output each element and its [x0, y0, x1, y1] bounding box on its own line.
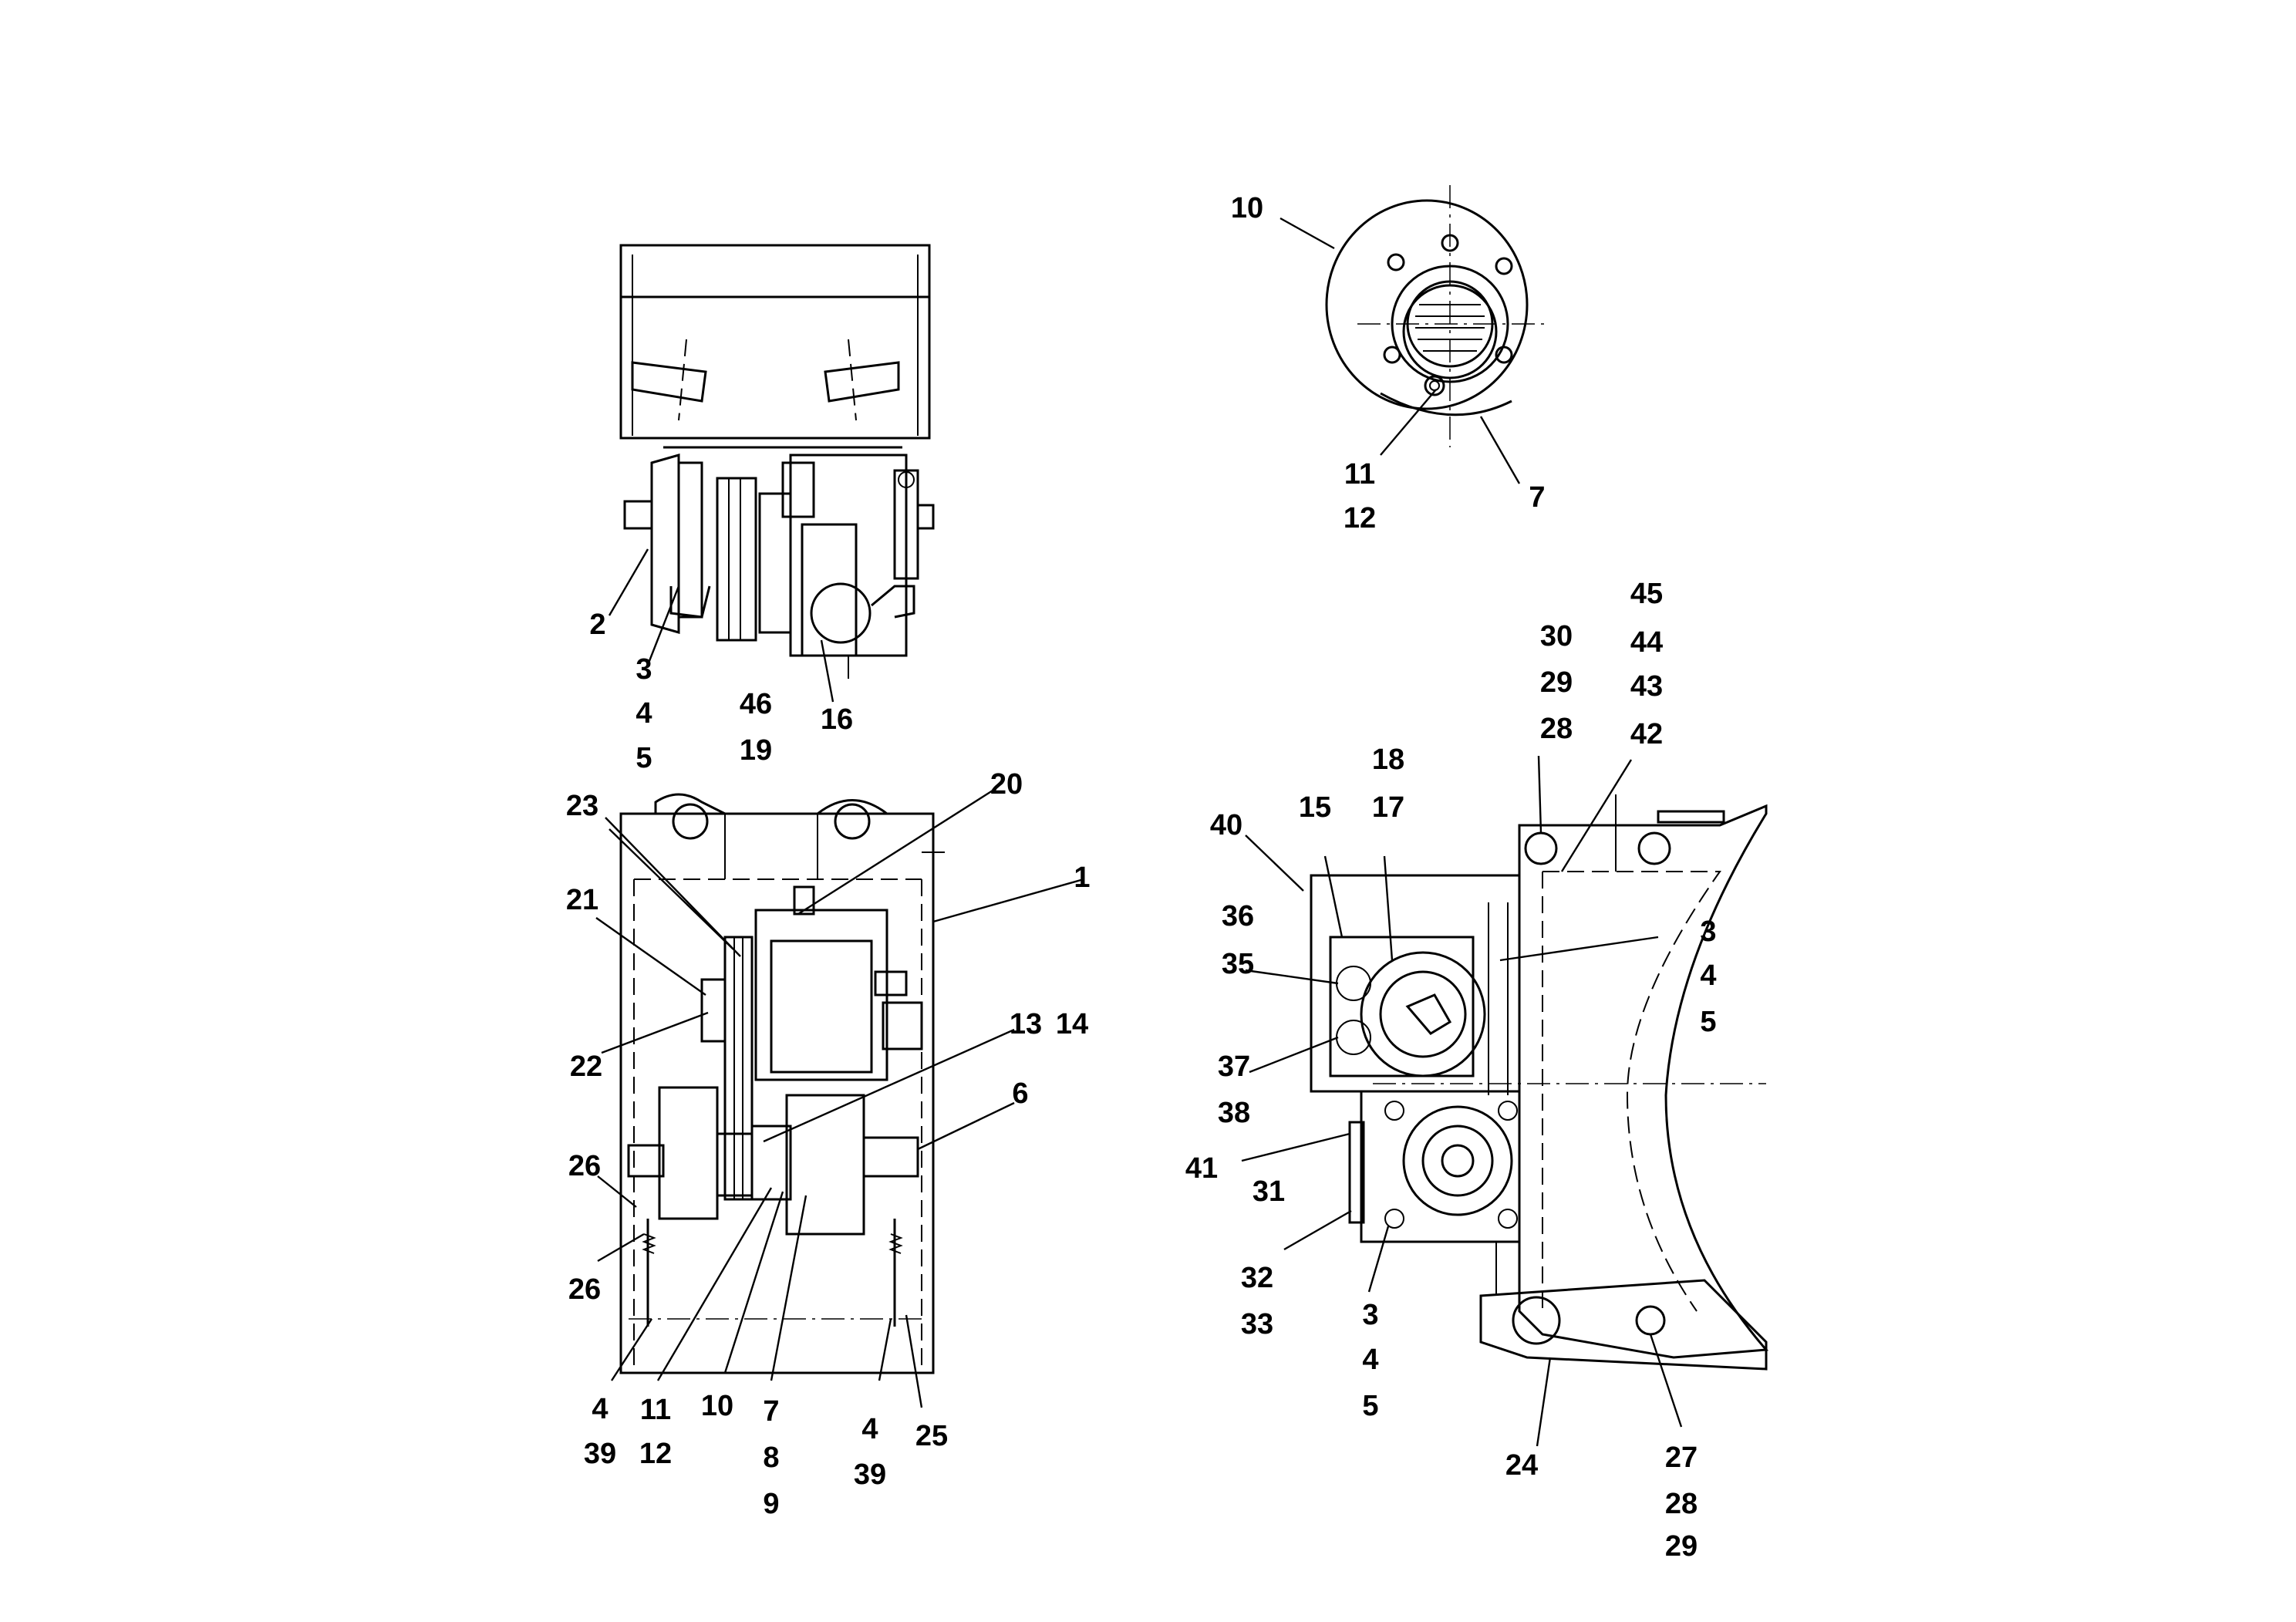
callout-28-lower: 28: [1664, 1488, 1698, 1520]
callout-20: 20: [990, 768, 1023, 801]
callout-30: 30: [1539, 620, 1573, 653]
callout-45: 45: [1630, 578, 1664, 610]
callout-4-left: 4: [592, 1393, 609, 1425]
callout-27: 27: [1664, 1442, 1698, 1474]
callout-23: 23: [565, 790, 599, 822]
callout-29-lower: 29: [1664, 1530, 1698, 1563]
callout-4-right-view: 4: [1700, 959, 1717, 992]
leader-lines: [595, 217, 1683, 1447]
callout-3-lower: 3: [1362, 1299, 1379, 1331]
callout-15: 15: [1298, 791, 1332, 824]
callout-26-upper: 26: [568, 1150, 602, 1182]
callout-19: 19: [739, 734, 773, 767]
callout-32: 32: [1240, 1262, 1274, 1294]
callout-41: 41: [1185, 1152, 1219, 1185]
callout-7: 7: [763, 1395, 780, 1428]
callout-11: 11: [639, 1394, 672, 1426]
callout-4: 4: [636, 697, 652, 730]
callout-18: 18: [1371, 744, 1405, 776]
callout-2: 2: [589, 609, 606, 641]
callout-16: 16: [820, 703, 854, 736]
callout-12: 12: [639, 1438, 673, 1470]
front-view-bottom-left: [619, 793, 945, 1374]
callout-11-detail: 11: [1344, 458, 1376, 491]
callout-12-detail: 12: [1343, 502, 1377, 534]
callout-5: 5: [636, 742, 652, 774]
callout-29: 29: [1539, 666, 1573, 699]
callout-10-detail: 10: [1230, 192, 1264, 224]
callout-37: 37: [1217, 1050, 1251, 1083]
flange-detail-top-right: [1325, 185, 1550, 447]
callout-39-left: 39: [583, 1438, 617, 1470]
callout-24: 24: [1505, 1449, 1539, 1482]
callout-40: 40: [1209, 809, 1243, 841]
callout-33: 33: [1240, 1308, 1274, 1340]
callout-35: 35: [1221, 948, 1255, 980]
callout-1: 1: [1074, 862, 1091, 894]
callout-25: 25: [915, 1420, 949, 1452]
callout-46: 46: [739, 688, 773, 720]
callout-39-right: 39: [853, 1458, 887, 1491]
callout-8: 8: [763, 1442, 780, 1474]
callout-6: 6: [1012, 1077, 1029, 1110]
callout-9: 9: [763, 1488, 780, 1520]
callout-17: 17: [1371, 791, 1405, 824]
side-view-top-left: [619, 244, 935, 679]
callout-22: 22: [569, 1050, 603, 1083]
callout-4-right: 4: [861, 1413, 878, 1445]
callout-38: 38: [1217, 1097, 1251, 1129]
callout-3-right: 3: [1700, 916, 1717, 948]
callout-28: 28: [1539, 713, 1573, 745]
callout-26-lower: 26: [568, 1273, 602, 1306]
callout-31: 31: [1252, 1175, 1286, 1208]
callout-7-detail: 7: [1529, 481, 1546, 514]
callout-10: 10: [700, 1390, 734, 1422]
side-view-bottom-right: [1310, 794, 1769, 1371]
callout-5-lower: 5: [1362, 1390, 1379, 1422]
callout-4-lower: 4: [1362, 1344, 1379, 1376]
callout-13: 13: [1009, 1008, 1043, 1040]
callout-5-right: 5: [1700, 1006, 1717, 1038]
callout-3: 3: [636, 653, 652, 686]
callout-43: 43: [1630, 670, 1664, 703]
callout-36: 36: [1221, 900, 1255, 932]
callout-21: 21: [565, 884, 599, 916]
callout-14: 14: [1055, 1008, 1089, 1040]
callout-42: 42: [1630, 718, 1664, 750]
callout-44: 44: [1630, 626, 1664, 659]
